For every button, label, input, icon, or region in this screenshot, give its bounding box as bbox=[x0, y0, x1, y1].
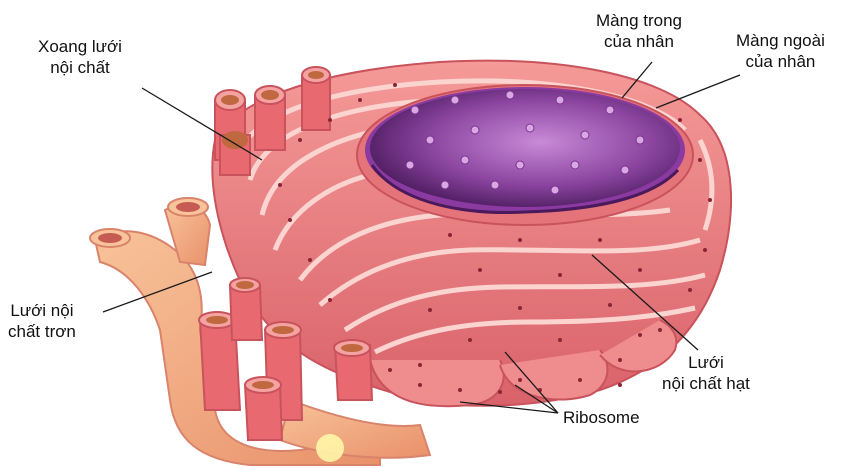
label-smooth-er-line1: Lưới nội bbox=[8, 300, 76, 321]
label-smooth-er-line2: chất trơn bbox=[8, 321, 76, 342]
leader-outer-membrane bbox=[656, 75, 740, 108]
label-rough-er-lumen: Xoang lưới nội chất bbox=[38, 36, 122, 78]
label-outer-membrane: Màng ngoài của nhân bbox=[736, 30, 825, 72]
label-rough-er-lumen-line1: Xoang lưới bbox=[38, 36, 122, 57]
label-rough-er-line2: nội chất hạt bbox=[662, 373, 750, 394]
label-inner-membrane-line2: của nhân bbox=[596, 31, 682, 52]
label-smooth-er: Lưới nội chất trơn bbox=[8, 300, 76, 342]
label-rough-er: Lưới nội chất hạt bbox=[662, 352, 750, 394]
label-outer-membrane-line1: Màng ngoài bbox=[736, 30, 825, 51]
nucleus-shape bbox=[357, 85, 693, 225]
label-ribosome-text: Ribosome bbox=[563, 407, 640, 428]
label-outer-membrane-line2: của nhân bbox=[736, 51, 825, 72]
label-inner-membrane: Màng trong của nhân bbox=[596, 10, 682, 52]
label-inner-membrane-line1: Màng trong bbox=[596, 10, 682, 31]
label-ribosome: Ribosome bbox=[563, 407, 640, 428]
label-rough-er-lumen-line2: nội chất bbox=[38, 57, 122, 78]
label-rough-er-line1: Lưới bbox=[662, 352, 750, 373]
